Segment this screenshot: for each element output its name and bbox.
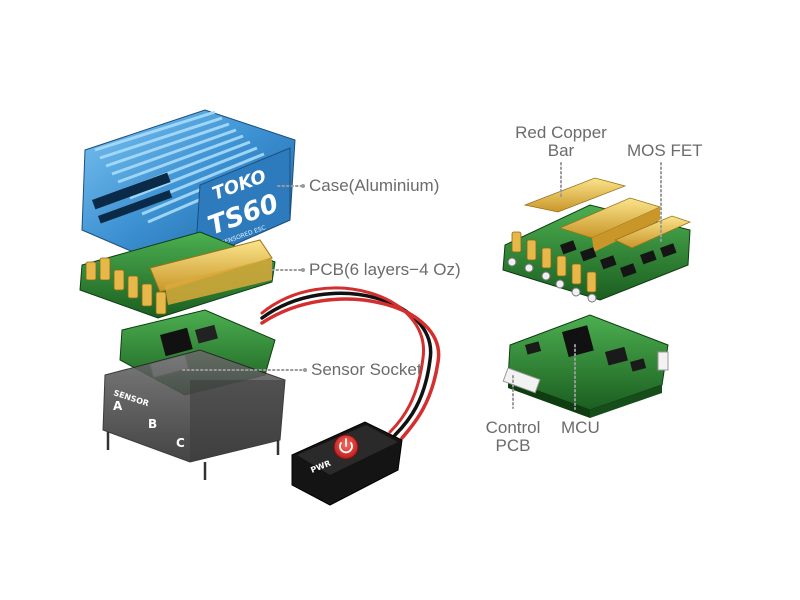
- switch-wires: [260, 286, 441, 440]
- aluminium-case: TOKO TS60 SENSORED ESC: [81, 109, 296, 271]
- label-red-copper-bar: Red Copper Bar: [505, 124, 617, 160]
- mcu-chip: [562, 325, 594, 358]
- label-red-copper-bar-line2: Bar: [547, 141, 575, 160]
- leader-lines: [182, 162, 662, 410]
- label-control-pcb-line1: Control: [485, 418, 541, 437]
- label-pcb: PCB(6 layers−4 Oz): [309, 260, 461, 279]
- label-mcu: MCU: [561, 418, 600, 437]
- red-copper-bar: [523, 177, 627, 213]
- label-sensor-socket: Sensor Socket: [311, 360, 422, 379]
- case-slot: [91, 172, 171, 210]
- label-control-pcb: Control PCB: [470, 419, 556, 455]
- frame-phase-b: B: [148, 417, 157, 431]
- frame-phase-c: C: [176, 436, 185, 450]
- bullet-connectors: [85, 257, 167, 315]
- label-control-pcb-line2: PCB: [495, 436, 531, 455]
- copper-bar: [592, 207, 660, 252]
- copper-bar: [614, 215, 692, 249]
- board-bullet-connectors: [511, 231, 597, 293]
- frame-legs: [106, 432, 280, 480]
- mosfets: [560, 240, 677, 278]
- power-button-icon: [333, 434, 359, 460]
- control-pcb-detail: [502, 314, 669, 418]
- label-case: Case(Aluminium): [309, 176, 440, 195]
- label-mos-fet: MOS FET: [627, 141, 703, 160]
- label-red-copper-bar-line1: Red Copper: [515, 123, 607, 142]
- frame-phase-a: A: [113, 399, 123, 413]
- power-pcb: [79, 231, 276, 319]
- power-switch: PWR: [291, 421, 403, 506]
- leader-dots: [301, 184, 307, 372]
- power-board-detail: [502, 177, 692, 303]
- control-connector: [502, 367, 541, 394]
- case-slot: [98, 190, 173, 224]
- solder-pads: [507, 257, 597, 303]
- frame-housing: SENSOR A B C: [102, 349, 286, 480]
